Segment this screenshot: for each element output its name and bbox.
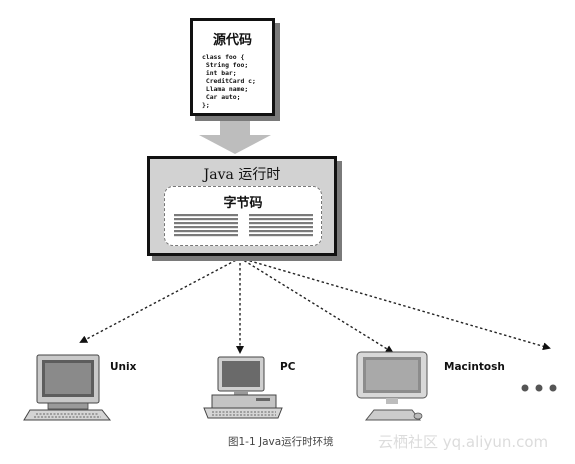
arrow-to-others bbox=[239, 257, 551, 351]
crt-computer-icon bbox=[23, 354, 112, 421]
compile-arrow bbox=[199, 121, 271, 154]
bytecode-lines bbox=[174, 214, 313, 237]
java-runtime-title: Java 运行时 bbox=[203, 167, 281, 183]
code-line: CreditCard c; bbox=[202, 77, 256, 85]
code-line: int bar; bbox=[202, 69, 237, 77]
source-code-box: 源代码 class foo { String foo; int bar; Cre… bbox=[190, 18, 275, 116]
bytecode-title: 字节码 bbox=[223, 196, 263, 211]
source-code-listing: class foo { String foo; int bar; CreditC… bbox=[202, 53, 256, 109]
desktop-pc-icon bbox=[203, 356, 283, 419]
code-line: class foo { bbox=[202, 53, 245, 61]
source-code-title: 源代码 bbox=[212, 33, 252, 48]
arrow-to-unix bbox=[79, 257, 241, 343]
watermark: 云栖社区 yq.aliyun.com bbox=[378, 433, 549, 451]
java-runtime-box: Java 运行时 字节码 bbox=[147, 156, 337, 256]
code-line: }; bbox=[202, 101, 210, 109]
platform-label-pc: PC bbox=[280, 361, 296, 373]
code-line: Car auto; bbox=[202, 93, 241, 101]
platform-label-unix: Unix bbox=[110, 361, 137, 373]
arrow-to-mac bbox=[239, 257, 394, 354]
figure-caption: 图1-1 Java运行时环境 bbox=[0, 434, 575, 450]
figure-caption-text: 图1-1 Java运行时环境 bbox=[228, 436, 334, 448]
distribution-arrows bbox=[79, 257, 551, 354]
platform-label-mac: Macintosh bbox=[444, 361, 505, 373]
bytecode-box: 字节码 bbox=[164, 186, 322, 246]
code-line: Llama name; bbox=[202, 85, 249, 93]
mac-monitor-icon bbox=[356, 351, 428, 421]
ellipsis-icon bbox=[521, 384, 557, 392]
code-line: String foo; bbox=[202, 61, 249, 69]
